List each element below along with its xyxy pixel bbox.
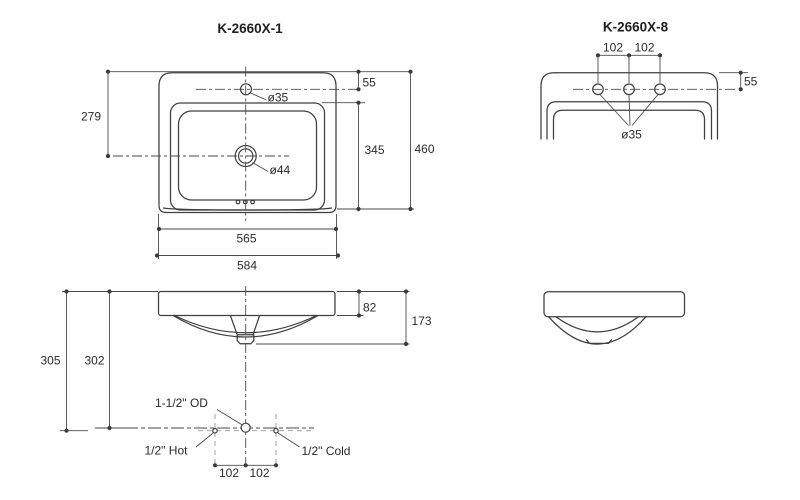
dim-deck-thickness-label: 82 bbox=[363, 301, 377, 315]
elevation-view bbox=[543, 291, 686, 345]
dim-inner-width-label: 565 bbox=[236, 232, 256, 246]
dim-hole-dia-label: ø35 bbox=[621, 128, 642, 142]
drain-stub bbox=[236, 334, 255, 345]
bowl-profile-outer bbox=[172, 314, 319, 338]
profile-right-dim-lines bbox=[256, 291, 410, 345]
plan-single-view: K-2660X-1 55 279 ø35 ø44 345 460 565 584 bbox=[81, 21, 435, 273]
profile-left-dim-lines bbox=[60, 291, 158, 432]
plan-single-dim-lines bbox=[107, 71, 414, 259]
dim-faucet-hole-dia-label: ø35 bbox=[268, 91, 289, 105]
dim-faucet-offset-3h-label: 55 bbox=[744, 75, 758, 89]
plan-single-dim-ticks bbox=[105, 69, 413, 258]
dim-bowl-front-label: 345 bbox=[365, 143, 385, 157]
basin-edge bbox=[177, 110, 318, 201]
dim-left-depth-label: 279 bbox=[81, 110, 101, 124]
basin-edge-3h bbox=[552, 109, 706, 140]
dim-supply-right-label: 102 bbox=[249, 466, 269, 480]
plan-three-hole-view: K-2660X-8 102 102 55 ø35 bbox=[540, 20, 758, 142]
dim-rim-to-drain-label: 302 bbox=[84, 354, 104, 368]
profile-dim-ticks bbox=[64, 289, 409, 468]
profile-view: 82 173 305 302 1-1/2" OD 1/2" Hot 1/2" C… bbox=[40, 286, 432, 480]
cold-supply-point bbox=[273, 427, 279, 434]
drain-stub-elevation bbox=[585, 339, 613, 345]
dim-faucet-offset-label: 55 bbox=[363, 76, 377, 90]
dim-overall-depth-label: 460 bbox=[415, 142, 435, 156]
plan-single-title: K-2660X-1 bbox=[217, 21, 283, 36]
dim-spacing-left-label: 102 bbox=[603, 41, 623, 55]
bowl-elevation-inner bbox=[555, 316, 640, 333]
note-leaders bbox=[195, 409, 300, 448]
dim-spacing-right-label: 102 bbox=[634, 41, 654, 55]
dim-overall-width-label: 584 bbox=[237, 259, 257, 273]
dim-rim-to-supply-label: 305 bbox=[40, 354, 60, 368]
dim-drain-dia-label: ø44 bbox=[270, 163, 291, 177]
plan-three-hole-title: K-2660X-8 bbox=[603, 20, 669, 35]
dim-supply-left-label: 102 bbox=[219, 466, 239, 480]
plan-three-hole-dim-lines bbox=[597, 54, 748, 126]
note-drain-od-label: 1-1/2" OD bbox=[155, 396, 208, 410]
hot-supply-point bbox=[212, 427, 218, 434]
dim-overall-height-label: 173 bbox=[412, 314, 432, 328]
deck-elevation bbox=[543, 291, 686, 318]
sink-outer-edge bbox=[158, 72, 337, 214]
bowl-elevation-outer bbox=[547, 316, 647, 345]
note-hot-label: 1/2" Hot bbox=[145, 444, 189, 458]
plan-three-hole-dim-ticks bbox=[595, 53, 743, 92]
drain-outlet bbox=[240, 422, 251, 433]
deck-profile bbox=[157, 290, 336, 317]
drain-funnel bbox=[229, 315, 261, 336]
rim-edge bbox=[169, 102, 326, 211]
note-cold-label: 1/2" Cold bbox=[302, 444, 351, 458]
